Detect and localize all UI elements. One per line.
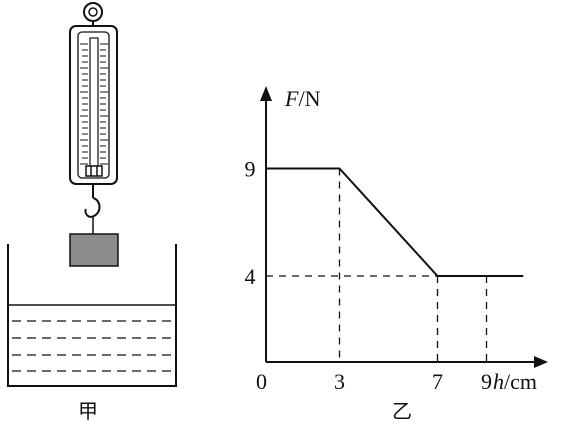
spring-scale-apparatus	[69, 2, 119, 267]
liquid-lines	[12, 320, 172, 372]
caption-left: 甲	[78, 399, 98, 423]
x-axis-var: h	[493, 369, 504, 394]
x-axis-arrow	[534, 356, 548, 368]
caption-right: 乙	[392, 399, 412, 423]
tick-layer: 3 7 9 9 4	[245, 157, 493, 395]
spring-scale-body	[69, 25, 118, 185]
guide-lines	[266, 168, 488, 362]
x-tick-label-3: 3	[334, 369, 345, 394]
scale-hook	[84, 197, 101, 218]
x-tick-label-9: 9	[481, 369, 492, 394]
liquid-container	[7, 244, 177, 387]
scale-ticks	[80, 43, 108, 165]
series-line	[266, 167, 524, 277]
hanging-block	[69, 233, 119, 267]
y-axis-var: F	[284, 86, 299, 111]
y-axis-arrow	[260, 86, 272, 101]
x-axis-label: h/cm	[493, 369, 537, 394]
force-depth-chart: 3 7 9 9 4 F/N h/cm 0	[245, 86, 548, 395]
x-tick-label-7: 7	[432, 369, 443, 394]
y-axis-unit: /N	[298, 86, 320, 111]
y-tick-label-4: 4	[245, 264, 256, 289]
origin-label: 0	[256, 369, 267, 394]
y-axis-label: F/N	[284, 86, 321, 111]
scale-ring	[83, 2, 103, 22]
x-axis-unit: /cm	[504, 369, 537, 394]
series-layer	[266, 167, 524, 277]
scale-pointer	[85, 165, 103, 177]
y-tick-label-9: 9	[245, 157, 256, 182]
